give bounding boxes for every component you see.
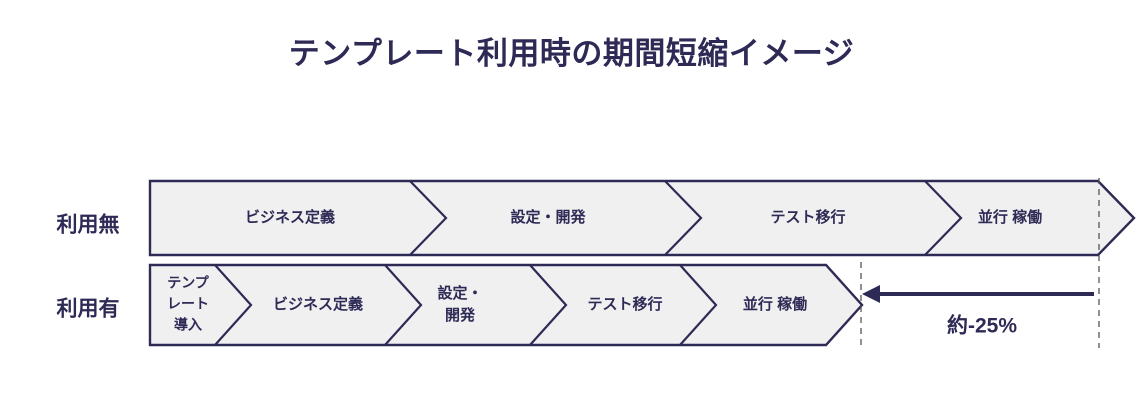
page-title: テンプレート利用時の期間短縮イメージ xyxy=(288,36,855,71)
reduction-percentage-label: 約-25% xyxy=(947,314,1017,338)
phase-divider-chevron-icon xyxy=(924,180,963,256)
phase-business-definition: ビジネス定義 xyxy=(273,295,363,313)
phase-test-migration: テスト移行 xyxy=(587,295,662,313)
row-without-template: 利用無 ビジネス定義 設定・開発 テスト移行 並行 稼働 xyxy=(57,179,1136,257)
phase-divider-chevron-icon xyxy=(679,264,718,346)
phase-business-definition: ビジネス定義 xyxy=(245,208,335,226)
timeline-band-with-template xyxy=(148,263,864,347)
row-label-without-template: 利用無 xyxy=(57,213,120,237)
row-with-template: 利用有 テンプレート導入 ビジネス定義 設定・開発 テスト移行 並行 稼働 xyxy=(57,263,864,347)
phase-parallel-operation: 並行 稼働 xyxy=(743,295,807,313)
phase-parallel-operation: 並行 稼働 xyxy=(978,208,1042,226)
phase-template-introduction: テンプレート導入 xyxy=(167,275,210,333)
phase-divider-chevron-icon xyxy=(664,180,703,256)
reduction-arrow-head-icon xyxy=(862,285,880,303)
phase-labels-with-template: テンプレート導入 ビジネス定義 設定・開発 テスト移行 並行 稼働 xyxy=(167,275,807,333)
phase-setup-development: 設定・開発 xyxy=(437,284,482,324)
phase-test-migration: テスト移行 xyxy=(770,208,845,226)
phase-labels-without-template: ビジネス定義 設定・開発 テスト移行 並行 稼働 xyxy=(245,208,1042,226)
phase-divider-chevron-icon xyxy=(529,264,568,346)
phase-divider-chevron-icon xyxy=(384,264,423,346)
phase-dividers-with-template xyxy=(214,264,718,346)
phase-divider-chevron-icon xyxy=(409,180,448,256)
phase-setup-development: 設定・開発 xyxy=(510,208,586,226)
timeline-band-without-template xyxy=(148,179,1136,257)
phase-dividers-without-template xyxy=(409,180,963,256)
row-label-with-template: 利用有 xyxy=(57,297,120,321)
reduction-annotation: 約-25% xyxy=(862,285,1094,338)
guide-lines xyxy=(860,178,1100,348)
phase-divider-chevron-icon xyxy=(214,264,253,346)
